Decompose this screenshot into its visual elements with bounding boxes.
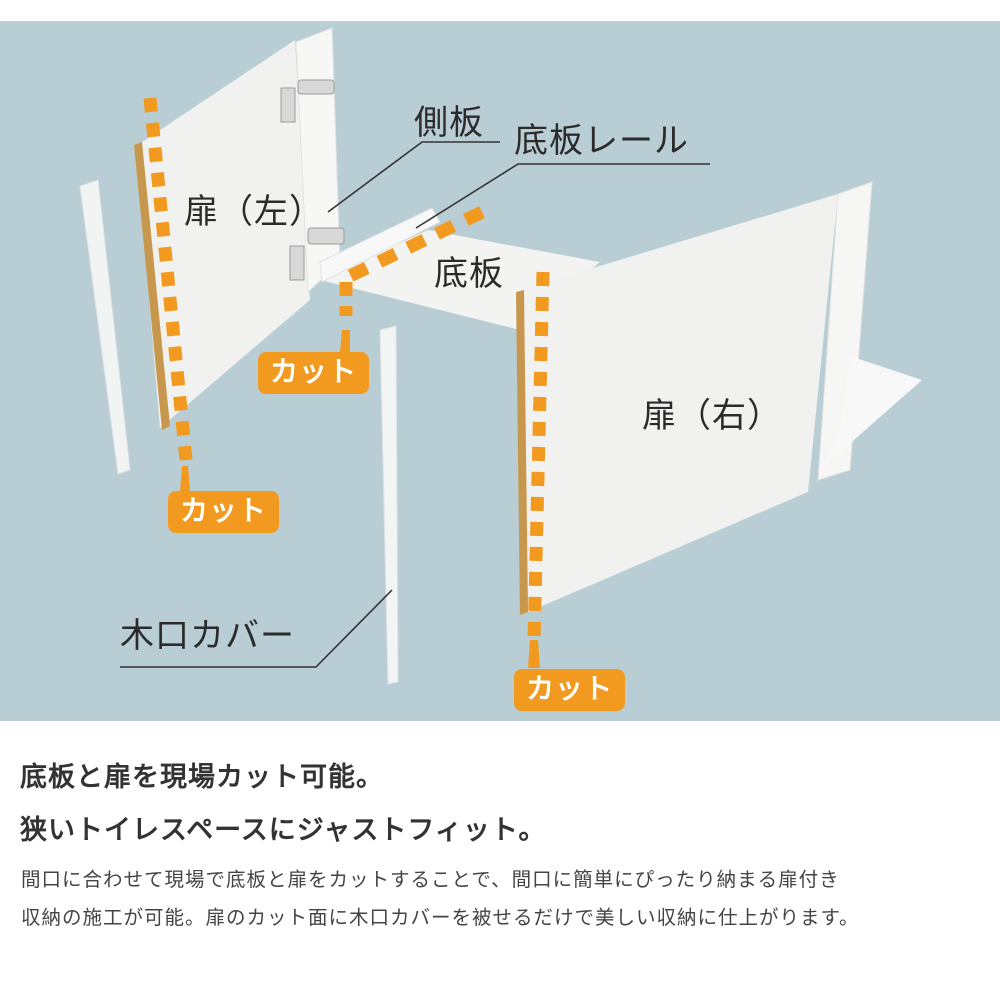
edge-cover-left (79, 179, 131, 475)
label-edge-cover: 木口カバー (120, 616, 295, 656)
body-line-2: 収納の施工が可能。扉のカット面に木口カバーを被せるだけで美しい収納に仕上がります… (21, 906, 860, 929)
cut-line-door-right (527, 271, 550, 641)
label-door-right: 扉（右） (642, 396, 782, 436)
hinge-icon (280, 79, 345, 281)
headline-2: 狭いトイレスペースにジャストフィット。 (20, 815, 547, 846)
door-right-board (520, 194, 838, 612)
door-right-cut-edge (516, 290, 528, 615)
badge-pointers (180, 330, 540, 668)
cut-line-door-left (143, 97, 193, 461)
label-bottom-board: 底板 (434, 254, 504, 294)
body-line-1: 間口に合わせて現場で底板と扉をカットすることで、間口に簡単にぴったり納まる扉付き (21, 868, 840, 891)
exploded-cabinet-illustration (79, 27, 922, 685)
side-panel-right (817, 181, 873, 481)
cut-badge-door-left: カット (168, 491, 280, 533)
edge-cover-center (379, 325, 399, 685)
leader-edge-cover (120, 589, 393, 668)
leader-bottom-rail (415, 163, 710, 229)
leader-side-panel (327, 141, 500, 213)
description-section: 底板と扉を現場カット可能。 狭いトイレスペースにジャストフィット。 間口に合わせ… (0, 721, 1000, 1000)
label-door-left: 扉（左） (184, 192, 324, 232)
cut-line-dashes (143, 97, 550, 641)
headline-1: 底板と扉を現場カット可能。 (20, 762, 384, 793)
bottom-rail-right (820, 356, 922, 470)
cut-badge-door-right: カット (514, 669, 626, 711)
cut-line-bottom-board (347, 206, 485, 282)
door-left-cut-edge (134, 142, 170, 430)
cut-badge-bottom-board: カット (258, 352, 370, 394)
leader-lines (120, 141, 710, 668)
label-bottom-rail: 底板レール (514, 121, 689, 161)
bottom-rail (319, 207, 441, 283)
label-side-panel: 側板 (414, 103, 484, 143)
diagram-panel: 側板 底板レール 扉（左） 底板 扉（右） 木口カバー カット カット カット (0, 21, 1000, 721)
